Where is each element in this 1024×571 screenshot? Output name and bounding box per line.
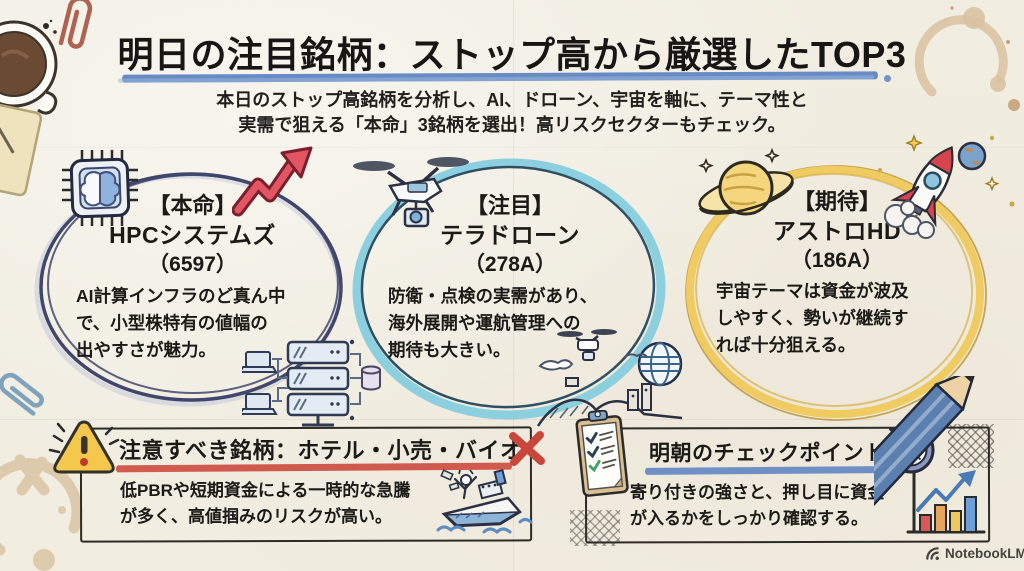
honmei-code: （6597） bbox=[148, 253, 237, 276]
chumoku-code: （278A） bbox=[463, 253, 557, 276]
kitai-tag: 【期待】 bbox=[792, 189, 881, 214]
rising-arrow-icon bbox=[232, 146, 313, 217]
honmei-name: HPCシステムズ bbox=[109, 222, 276, 248]
sinking-ship-icon bbox=[436, 468, 533, 535]
honmei-heading: 【本命】 HPCシステムズ （6597） bbox=[40, 192, 345, 280]
body-line: 低PBRや短期資金による一時的な急騰 bbox=[120, 481, 411, 500]
caution-body: 低PBRや短期資金による一時的な急騰 が多く、高値掴みのリスクが高い。 bbox=[120, 478, 450, 530]
rocket-icon bbox=[878, 134, 1015, 239]
paper-crease bbox=[0, 419, 1024, 420]
ai-chip-brain-icon bbox=[62, 150, 138, 226]
server-cluster-icon bbox=[242, 339, 381, 427]
desc-line: 宇宙テーマは資金が波及 bbox=[716, 281, 909, 301]
page-title: 明日の注目銘柄：ストップ高から厳選したTOP3 bbox=[117, 34, 907, 75]
planet-icon bbox=[957, 141, 987, 171]
coffee-cup-icon bbox=[0, 20, 58, 115]
coffee-stain-bottom bbox=[0, 454, 83, 571]
crosshatch-decoration bbox=[570, 510, 620, 546]
clipboard-checklist-icon bbox=[575, 410, 629, 497]
drone-icon bbox=[353, 157, 469, 228]
desc-line: しやすく、勢いが継続す bbox=[716, 308, 909, 328]
warning-triangle-icon bbox=[48, 420, 120, 474]
coffee-stain-ring bbox=[914, 6, 1020, 111]
body-line: が多く、高値掴みのリスクが高い。 bbox=[120, 507, 392, 526]
kitai-name: アストロHD bbox=[772, 218, 902, 244]
chumoku-tag: 【注目】 bbox=[465, 193, 554, 218]
body-line: 寄り付きの強さと、押し目に資金 bbox=[630, 483, 885, 502]
pencil-icon bbox=[874, 376, 978, 557]
caution-title: 注意すべき銘柄：ホテル・小売・バイオ bbox=[119, 438, 523, 463]
kitai-code: （186A） bbox=[790, 249, 884, 272]
paperclip-icon bbox=[58, 0, 93, 49]
chumoku-circle bbox=[352, 158, 666, 420]
desc-line: で、小型株特有の値幅の bbox=[76, 313, 268, 333]
honmei-tag: 【本命】 bbox=[148, 193, 237, 218]
globe-icon bbox=[637, 341, 683, 387]
chumoku-name: テラドローン bbox=[440, 222, 580, 248]
star-icons bbox=[878, 134, 1015, 207]
desc-line: れば十分狙える。 bbox=[716, 335, 856, 355]
kitai-description: 宇宙テーマは資金が波及 しやすく、勢いが継続す れば十分狙える。 bbox=[716, 278, 972, 359]
watermark-text: NotebookLM bbox=[945, 546, 1024, 561]
notepad-icon bbox=[0, 103, 42, 197]
notebooklm-logo-icon bbox=[926, 547, 939, 560]
subtitle-line: 本日のストップ高銘柄を分析し、AI、ドローン、宇宙を軸に、テーマ性と bbox=[216, 90, 808, 110]
chumoku-description: 防衛・点検の実需があり、 海外展開や運航管理への 期待も大きい。 bbox=[388, 283, 650, 364]
ink-splatter bbox=[43, 19, 57, 34]
notebooklm-watermark: NotebookLM bbox=[925, 546, 1024, 561]
subtitle-line: 実需で狙える「本命」3銘柄を選出！高リスクセクターもチェック。 bbox=[238, 115, 786, 135]
chumoku-heading: 【注目】 テラドローン （278A） bbox=[355, 192, 665, 280]
saturn-icon bbox=[698, 147, 794, 216]
bar-chart-up-icon bbox=[906, 470, 986, 534]
paper-crease bbox=[0, 147, 1024, 148]
desc-line: 海外展開や運航管理への bbox=[388, 313, 581, 333]
desc-line: 出やすさが魅力。 bbox=[76, 340, 216, 360]
kitai-heading: 【期待】 アストロHD （186A） bbox=[682, 188, 992, 276]
title-underline-dot bbox=[884, 75, 891, 82]
subtitle: 本日のストップ高銘柄を分析し、AI、ドローン、宇宙を軸に、テーマ性と 実需で狙え… bbox=[0, 88, 1024, 138]
desc-line: 防衛・点検の実需があり、 bbox=[388, 286, 598, 306]
desc-line: AI計算インフラのど真ん中 bbox=[76, 286, 286, 306]
paperclip-blue-icon bbox=[0, 372, 44, 416]
checkpoint-body: 寄り付きの強さと、押し目に資金 が入るかをしっかり確認する。 bbox=[630, 480, 898, 532]
desc-line: 期待も大きい。 bbox=[388, 340, 511, 360]
honmei-description: AI計算インフラのど真ん中 で、小型株特有の値幅の 出やすさが魅力。 bbox=[76, 283, 326, 364]
kitai-circle bbox=[685, 165, 987, 421]
paper-crease bbox=[513, 0, 514, 571]
checkpoint-title: 明朝のチェックポイント bbox=[649, 442, 886, 465]
crosshatch-decoration bbox=[948, 424, 994, 468]
red-cross-icon bbox=[509, 431, 545, 466]
body-line: が入るかをしっかり確認する。 bbox=[630, 509, 868, 528]
honmei-circle bbox=[34, 172, 343, 407]
landscape-drone-icon bbox=[536, 329, 683, 427]
